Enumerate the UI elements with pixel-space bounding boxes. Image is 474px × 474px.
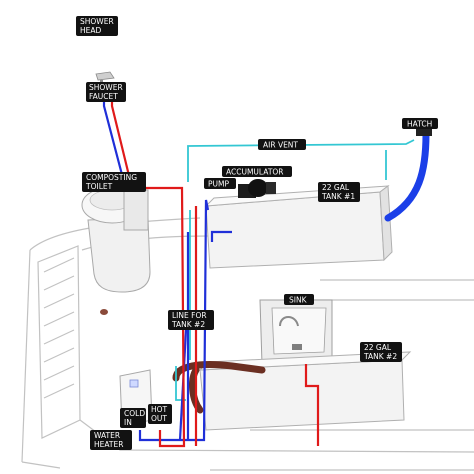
label-line-for-tank-2: LINE FOR TANK #2 bbox=[168, 310, 214, 330]
svg-text:TANK #1: TANK #1 bbox=[321, 192, 355, 201]
label-water-heater: WATER HEATER bbox=[90, 430, 132, 450]
svg-text:HOT: HOT bbox=[151, 405, 168, 414]
label-sink: SINK bbox=[284, 294, 314, 305]
svg-text:HEAD: HEAD bbox=[80, 26, 102, 35]
label-shower-head: SHOWER HEAD bbox=[76, 16, 118, 36]
label-air-vent: AIR VENT bbox=[258, 139, 306, 150]
label-hatch: HATCH bbox=[402, 118, 438, 129]
svg-text:COMPOSTING: COMPOSTING bbox=[86, 173, 137, 182]
svg-text:FAUCET: FAUCET bbox=[89, 92, 118, 101]
label-composting-toilet: COMPOSTING TOILET bbox=[82, 172, 146, 192]
svg-text:22 GAL: 22 GAL bbox=[364, 343, 392, 352]
label-tank-1: 22 GAL TANK #1 bbox=[318, 182, 360, 202]
svg-text:WATER: WATER bbox=[94, 431, 120, 440]
svg-text:SINK: SINK bbox=[289, 296, 308, 305]
label-cold-in: COLD IN bbox=[120, 408, 146, 428]
hatch-fitting bbox=[416, 128, 432, 136]
svg-text:SHOWER: SHOWER bbox=[89, 83, 123, 92]
label-hot-out: HOT OUT bbox=[148, 404, 172, 424]
vent-hose bbox=[384, 130, 430, 222]
svg-text:PUMP: PUMP bbox=[208, 180, 229, 189]
composting-toilet bbox=[81, 186, 151, 293]
van-floor-outline bbox=[21, 217, 474, 471]
tank-1 bbox=[204, 185, 393, 269]
label-tank-2: 22 GAL TANK #2 bbox=[360, 342, 402, 362]
svg-text:ACCUMULATOR: ACCUMULATOR bbox=[226, 168, 284, 177]
svg-text:22 GAL: 22 GAL bbox=[322, 183, 350, 192]
label-accumulator: ACCUMULATOR bbox=[222, 166, 292, 177]
pump-accumulator-assembly bbox=[238, 179, 276, 198]
svg-text:TANK #2: TANK #2 bbox=[171, 320, 205, 329]
sink-cabinet bbox=[259, 299, 333, 365]
floor-drain bbox=[100, 309, 108, 315]
svg-text:AIR VENT: AIR VENT bbox=[263, 141, 298, 150]
svg-text:TANK #2: TANK #2 bbox=[363, 352, 397, 361]
svg-text:IN: IN bbox=[124, 418, 132, 427]
label-shower-faucet: SHOWER FAUCET bbox=[86, 82, 126, 102]
svg-text:LINE FOR: LINE FOR bbox=[172, 311, 207, 320]
svg-text:SHOWER: SHOWER bbox=[80, 17, 114, 26]
svg-text:COLD: COLD bbox=[124, 409, 145, 418]
svg-text:TOILET: TOILET bbox=[85, 182, 113, 191]
svg-text:HATCH: HATCH bbox=[407, 120, 432, 129]
label-pump: PUMP bbox=[204, 178, 236, 189]
svg-text:HEATER: HEATER bbox=[94, 440, 123, 449]
svg-text:OUT: OUT bbox=[151, 414, 167, 423]
